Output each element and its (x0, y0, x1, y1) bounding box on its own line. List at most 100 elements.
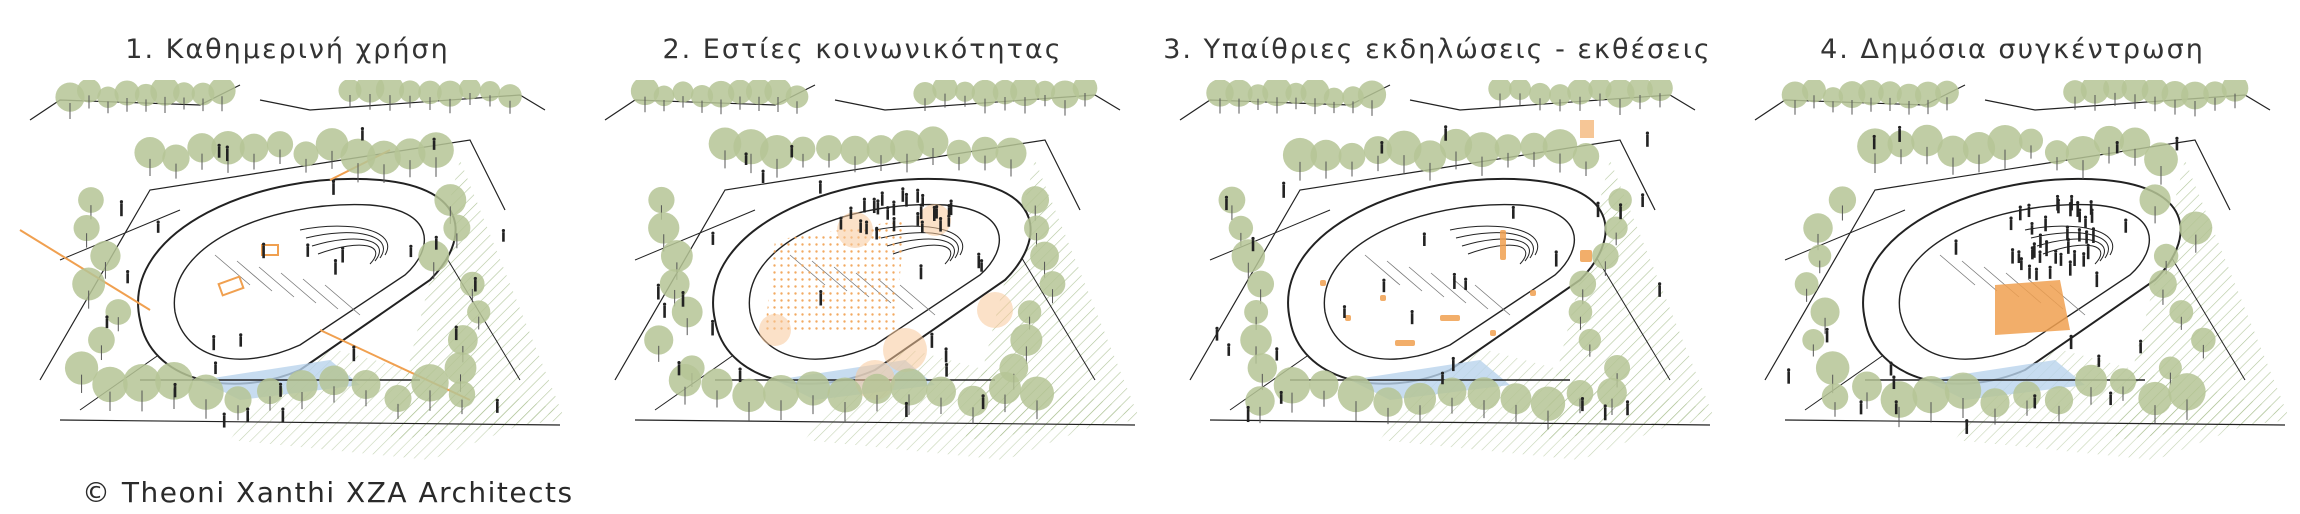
person-head (2072, 249, 2077, 254)
exhibition-booth (1580, 250, 1592, 262)
person-figure (2097, 357, 2101, 367)
panel-title: 4. Δημόσια συγκέντρωση (1725, 34, 2300, 65)
exhibition-booth (1345, 315, 1351, 321)
person-figure (2035, 270, 2038, 281)
tree-canopy (367, 140, 401, 175)
tree-canopy (64, 351, 99, 385)
person-head (981, 394, 985, 398)
person-head (2048, 265, 2052, 269)
person-head (1279, 390, 1283, 395)
tree-canopy (2161, 80, 2189, 108)
tree-canopy (1781, 81, 1809, 109)
tree-canopy (1039, 271, 1066, 297)
person-head (1625, 400, 1630, 404)
tree-canopy (1822, 87, 1844, 108)
person-figure (120, 203, 123, 217)
paving-line (280, 272, 317, 304)
person-figure (281, 410, 285, 422)
tree-canopy (1072, 80, 1098, 101)
park-oval-inner (1898, 203, 2151, 360)
person-figure (1658, 285, 1661, 297)
person-head (360, 127, 365, 131)
person-head (1215, 326, 1219, 330)
person-figure (454, 328, 458, 341)
person-head (761, 169, 765, 173)
street-line-top-right (259, 94, 546, 111)
person-figure (935, 208, 938, 219)
tree-canopy (1944, 372, 1982, 409)
person-head (341, 246, 345, 250)
tree-canopy (1838, 81, 1866, 108)
person-head (173, 382, 177, 387)
tree-canopy (988, 372, 1022, 405)
person-head (2027, 264, 2032, 268)
person-figure (945, 366, 948, 377)
tree-canopy (1592, 242, 1619, 270)
tree-canopy (2063, 80, 2087, 104)
person-head (126, 270, 130, 274)
person-head (2083, 215, 2088, 219)
person-head (2044, 240, 2049, 244)
person-figure (905, 196, 908, 207)
tree-canopy (672, 81, 694, 103)
tree-canopy (239, 133, 269, 163)
tree-canopy (690, 85, 714, 108)
tree-canopy (733, 129, 769, 165)
person-figure (1251, 240, 1255, 252)
person-figure (738, 370, 742, 383)
person-head (2017, 250, 2021, 254)
tree-canopy (2141, 80, 2169, 105)
person-head (930, 332, 934, 336)
tree-canopy (1323, 87, 1345, 108)
person-figure (980, 262, 983, 272)
paving-line (302, 278, 339, 310)
person-head (454, 325, 458, 329)
amphitheatre-step (1461, 238, 1530, 262)
person-head (938, 216, 943, 221)
person-figure (434, 238, 438, 250)
person-head (2086, 243, 2090, 247)
person-head (2030, 246, 2034, 250)
person-head (849, 206, 853, 210)
tree-canopy (2080, 80, 2110, 104)
person-figure (409, 247, 413, 258)
person-head (1645, 131, 1650, 135)
tree-canopy (256, 378, 284, 405)
person-head (1451, 356, 1455, 361)
tree-canopy (134, 137, 166, 169)
person-head (501, 228, 506, 233)
tree-canopy (479, 81, 501, 102)
tree-canopy (926, 376, 956, 407)
tree-canopy (1572, 143, 1600, 170)
person-head (710, 319, 715, 324)
tree-canopy (764, 80, 792, 106)
person-figure (2031, 249, 2034, 260)
person-figure (711, 234, 715, 245)
tree-canopy (1019, 376, 1055, 411)
tree-canopy (1273, 367, 1311, 404)
tree-canopy (795, 371, 831, 406)
social-hub-area (765, 220, 905, 330)
social-hub-circle (977, 292, 1013, 328)
tree-canopy (460, 271, 485, 297)
person-figure (677, 364, 681, 376)
person-figure (1954, 242, 1958, 255)
tree-canopy (2149, 270, 2177, 298)
path-line (59, 209, 181, 261)
person-figure (2045, 243, 2048, 257)
person-figure (2017, 253, 2021, 264)
person-head (2027, 203, 2031, 207)
person-figure (432, 140, 436, 150)
person-head (859, 219, 863, 223)
paving-line (258, 266, 295, 298)
tree-canopy (913, 81, 937, 106)
person-figure (2028, 267, 2031, 279)
tree-canopy (411, 364, 449, 402)
person-figure (1423, 235, 1426, 246)
tree-canopy (1509, 80, 1531, 100)
tree-canopy (917, 126, 949, 158)
tree-canopy (1880, 381, 1918, 418)
person-figure (1512, 209, 1515, 219)
tree-canopy (785, 85, 809, 109)
tree-canopy (1262, 80, 1292, 107)
